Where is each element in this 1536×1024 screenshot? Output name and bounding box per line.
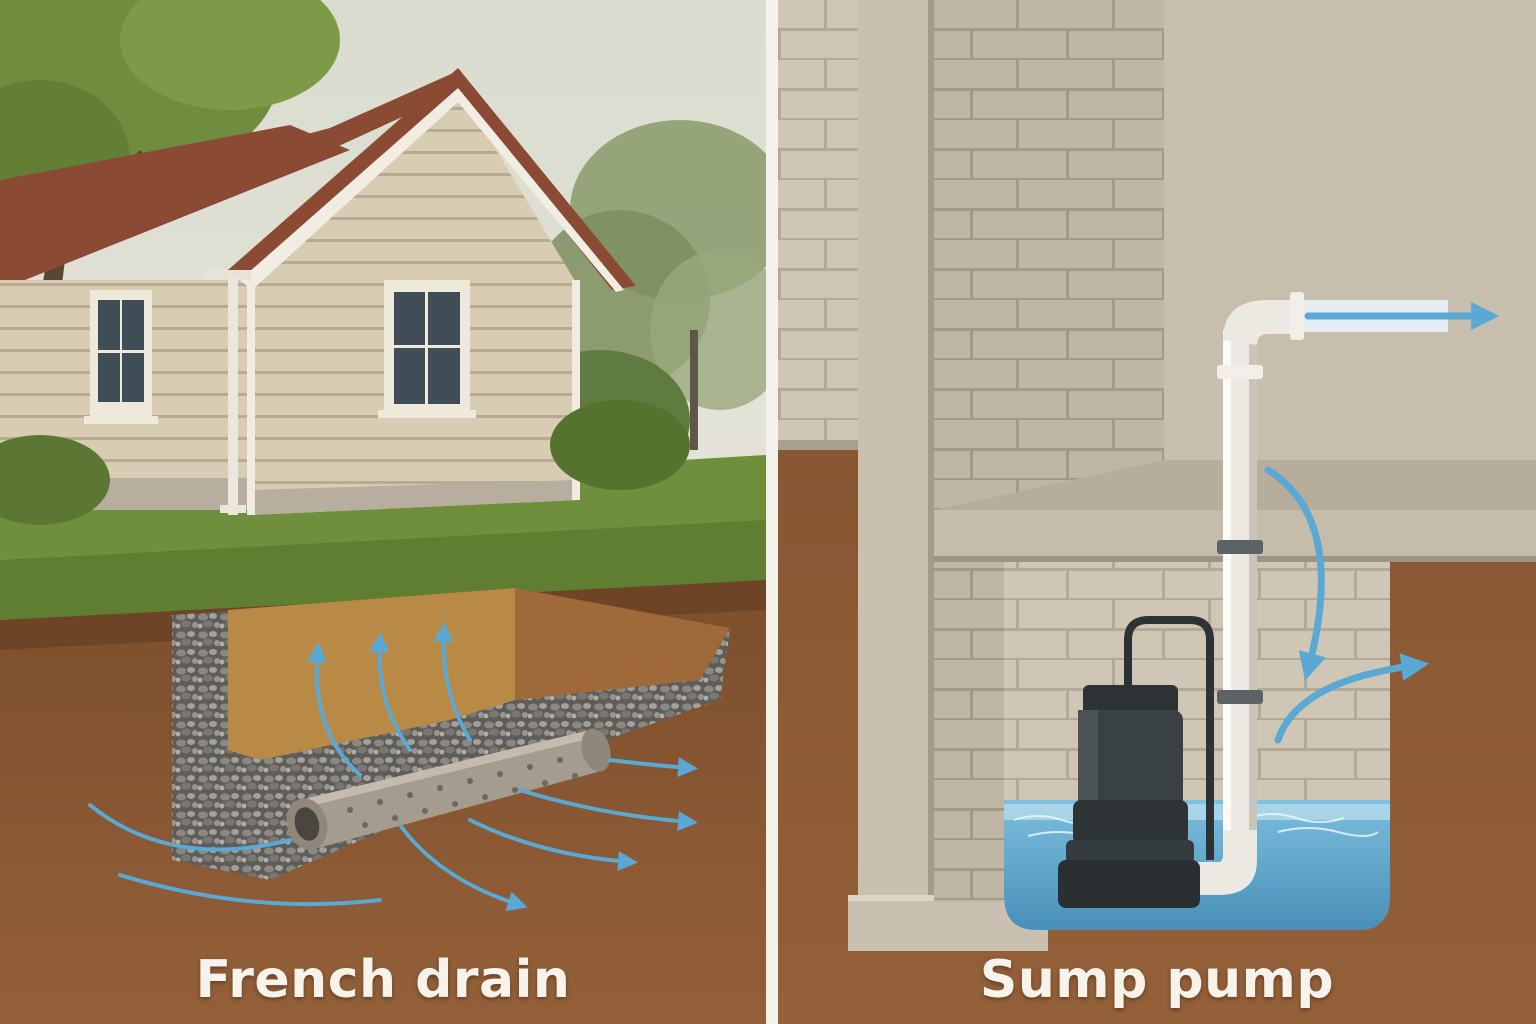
flow-arrow-out (1274, 653, 1430, 744)
flow-arrow-out-2 (518, 788, 698, 832)
flow-arrow-out-4 (398, 823, 528, 911)
flow-arrow-down (1264, 466, 1326, 681)
panel-divider (766, 0, 778, 1024)
french-drain-illustration (0, 0, 766, 1024)
flow-arrow-up-3 (433, 622, 472, 742)
flow-arrow-up-2 (369, 632, 412, 752)
flow-arrow-in-1 (88, 803, 292, 852)
flow-arrow-up-1 (306, 642, 362, 777)
submersible-pump-icon (1058, 616, 1214, 908)
french-drain-panel: French drain (0, 0, 766, 1024)
flow-arrow-out-1 (608, 757, 698, 778)
sump-pump-illustration (778, 0, 1536, 1024)
water-flow-arrows (88, 622, 698, 911)
perforated-pipe-icon (286, 728, 611, 850)
flow-arrow-out-3 (468, 818, 638, 872)
water-flow-arrows (1264, 302, 1500, 744)
sump-pump-panel: Sump pump (778, 0, 1536, 1024)
flow-arrow-in-2 (118, 873, 382, 907)
french-drain-caption: French drain (195, 950, 571, 1010)
sump-pump-caption: Sump pump (979, 950, 1335, 1010)
